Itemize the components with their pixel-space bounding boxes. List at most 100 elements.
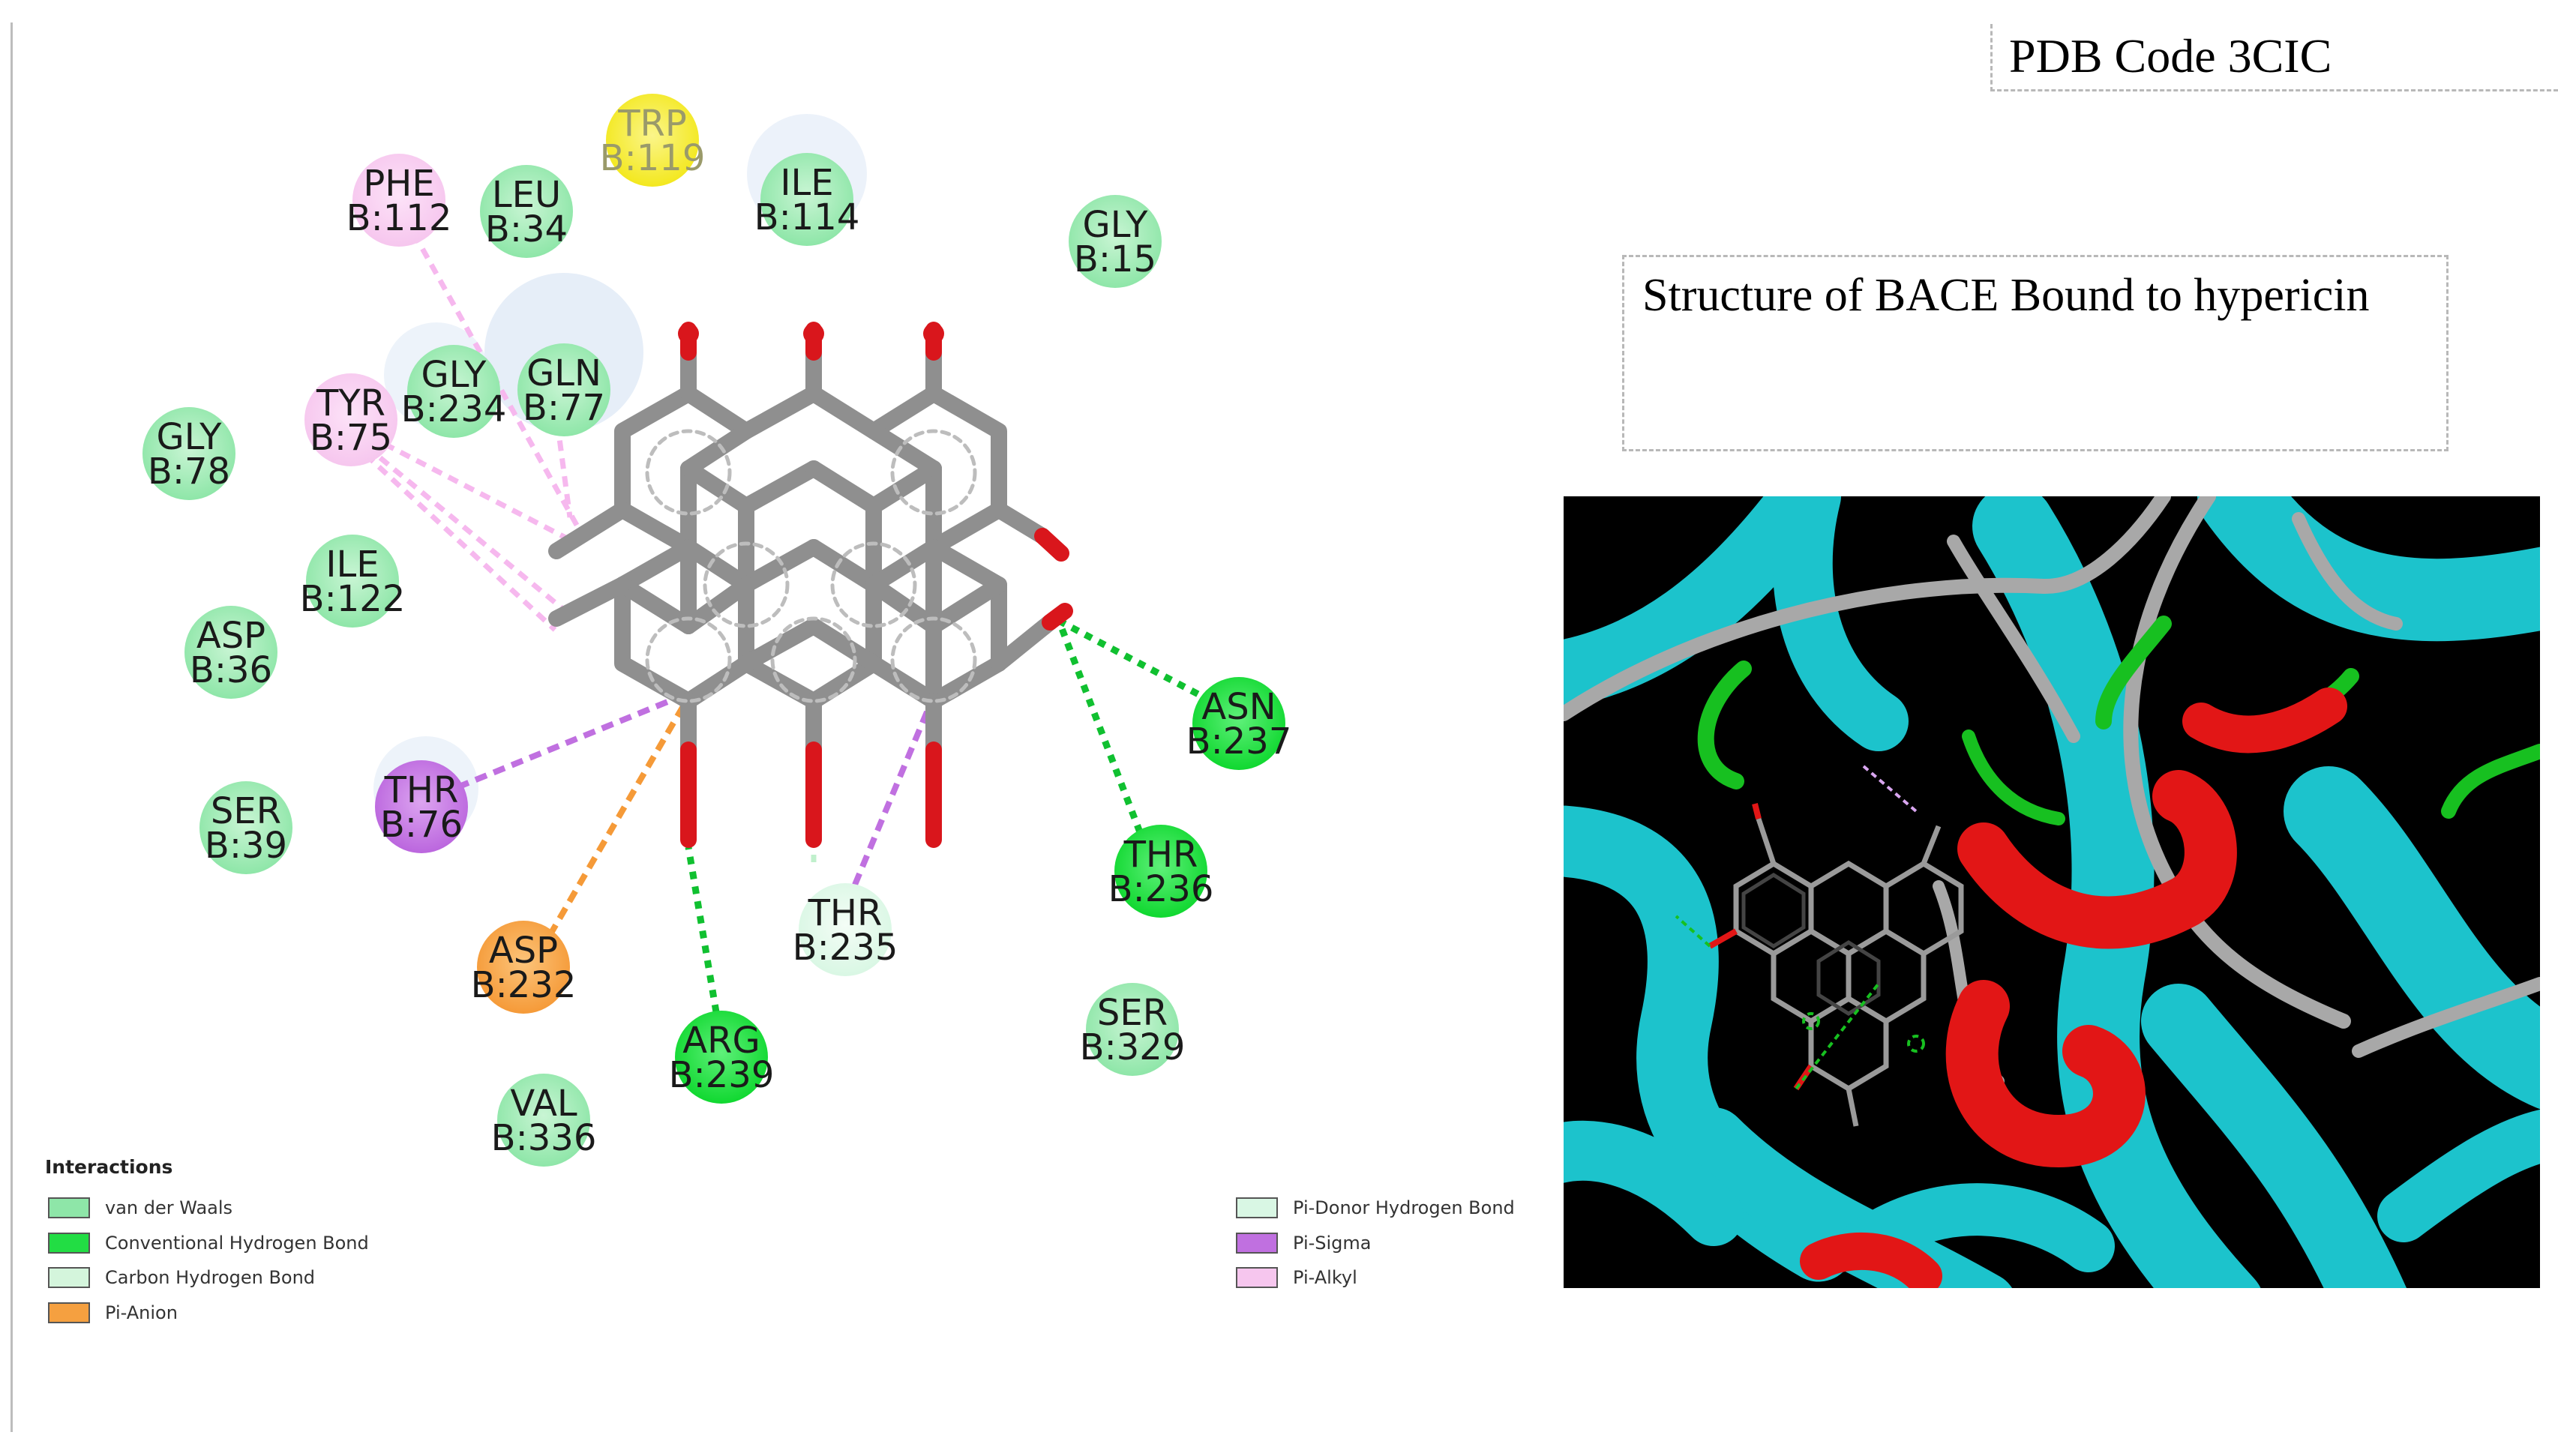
residue-disc xyxy=(306,535,399,628)
residue-name: ILE xyxy=(780,162,833,204)
legend-item: Carbon Hydrogen Bond xyxy=(48,1264,315,1291)
residue-disc xyxy=(1069,195,1162,288)
residue-name: ASP xyxy=(489,930,558,972)
structure-title: Structure of BACE Bound to hypericin xyxy=(1642,270,2370,321)
residue-number: B:75 xyxy=(310,417,392,459)
legend-item: Pi-Anion xyxy=(48,1299,178,1326)
residue-number: B:15 xyxy=(1074,238,1156,280)
residue-disc xyxy=(352,154,445,247)
residue-number: B:119 xyxy=(600,137,706,179)
residue-number: B:36 xyxy=(190,649,272,691)
residue-number: B:114 xyxy=(754,196,860,238)
residue-name: GLY xyxy=(1083,204,1149,246)
hbond-line-arg239 xyxy=(685,846,720,1013)
residue-name: LEU xyxy=(492,174,561,216)
residue-name: THR xyxy=(808,892,883,934)
residue-number: B:39 xyxy=(205,825,287,867)
residue-disc xyxy=(497,1074,590,1167)
legend-label: Pi-Sigma xyxy=(1293,1233,1372,1254)
residue-disc xyxy=(606,94,699,187)
residue-name: PHE xyxy=(363,163,434,205)
residue-number: B:235 xyxy=(793,927,898,969)
residue-name: ILE xyxy=(325,544,379,586)
legend-swatch xyxy=(48,1233,90,1254)
legend-swatch xyxy=(1236,1197,1278,1218)
residue-name: GLN xyxy=(526,352,601,394)
legend-label: van der Waals xyxy=(105,1197,233,1218)
residue-name: SER xyxy=(211,790,281,832)
residue-name: ASN xyxy=(1201,686,1276,728)
pdb-code-box: PDB Code 3CIC xyxy=(1990,24,2558,91)
residue-disc xyxy=(675,1011,768,1104)
residue-disc xyxy=(480,165,573,258)
residue-number: B:77 xyxy=(523,387,605,429)
residue-number: B:239 xyxy=(669,1054,775,1096)
pi-sigma-line-thr235 xyxy=(852,703,933,886)
residue-disc xyxy=(184,606,277,699)
pi-alkyl-line-tyr75-b xyxy=(350,433,572,617)
residue-disc xyxy=(1086,983,1179,1076)
residue-name: ASP xyxy=(196,615,265,657)
legend-label: Pi-Alkyl xyxy=(1293,1267,1357,1288)
residue-disc xyxy=(199,781,292,874)
residue-disc xyxy=(477,921,570,1014)
residue-disc xyxy=(799,883,892,976)
residue-number: B:329 xyxy=(1080,1026,1186,1068)
legend-item: van der Waals xyxy=(48,1194,232,1221)
residue-disc xyxy=(1192,677,1285,770)
residue-name: VAL xyxy=(510,1083,577,1125)
residue-number: B:112 xyxy=(346,197,452,239)
residue-disc xyxy=(760,153,853,246)
residue-disc xyxy=(1114,825,1207,918)
protein-structure-render xyxy=(1564,496,2540,1288)
residue-disc xyxy=(142,407,235,500)
residue-name: THR xyxy=(1123,834,1198,876)
residue-name: TYR xyxy=(316,382,385,424)
legend-label: Conventional Hydrogen Bond xyxy=(105,1233,369,1254)
interaction-lines xyxy=(350,216,1213,1013)
residue-number: B:76 xyxy=(380,804,463,846)
legend-item: Pi-Sigma xyxy=(1236,1230,1372,1257)
ligand-hypericin xyxy=(548,322,1073,848)
legend-swatch xyxy=(1236,1267,1278,1288)
residue-number: B:122 xyxy=(300,578,406,620)
legend-swatch xyxy=(1236,1233,1278,1254)
legend-swatch xyxy=(48,1302,90,1323)
residue-number: B:237 xyxy=(1186,721,1292,762)
residue-number: B:78 xyxy=(148,451,230,493)
residue-name: SER xyxy=(1097,992,1168,1034)
page-left-rule xyxy=(10,22,13,1432)
legend-swatch xyxy=(48,1197,90,1218)
residue-name: ARG xyxy=(682,1020,760,1062)
residue-disc xyxy=(304,373,397,466)
pi-anion-line-asp232 xyxy=(537,699,689,954)
pi-alkyl-line-tyr75-c xyxy=(350,440,557,632)
legend-item: Pi-Alkyl xyxy=(1236,1264,1357,1291)
legend-label: Pi-Anion xyxy=(105,1302,178,1323)
legend-title: Interactions xyxy=(45,1156,173,1178)
residue-name: THR xyxy=(384,769,459,811)
legend-swatch xyxy=(48,1267,90,1288)
residue-disc xyxy=(517,343,610,436)
pi-sigma-line-thr76 xyxy=(456,694,680,790)
